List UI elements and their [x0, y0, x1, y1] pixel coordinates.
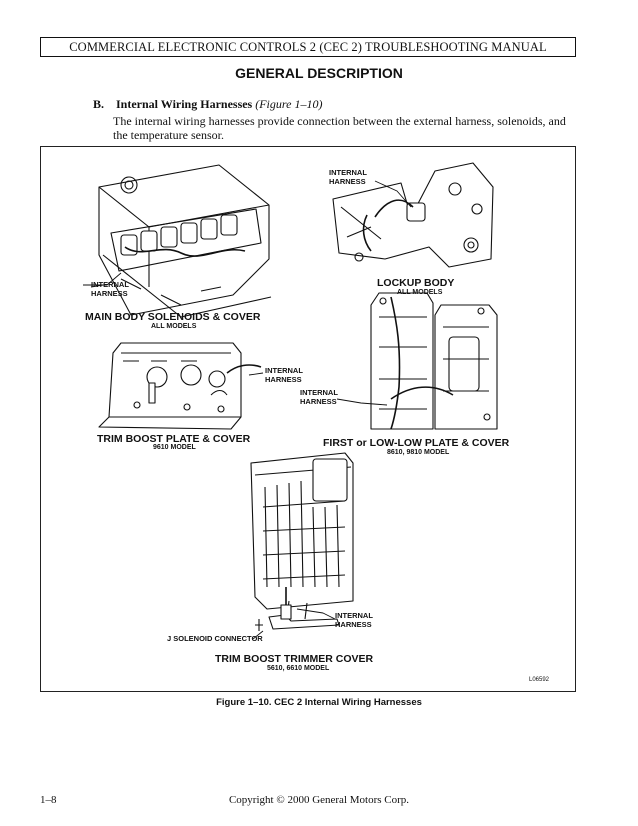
figure-caption: Figure 1–10. CEC 2 Internal Wiring Harne…	[216, 697, 422, 708]
figure-frame: INTERNAL HARNESS INTERNAL HARNESS INTERN…	[40, 146, 576, 692]
subsection-letter: B.	[93, 97, 105, 111]
caption-lockup-body: LOCKUP BODY	[377, 277, 455, 289]
caption-trimmer-cover: TRIM BOOST TRIMMER COVER	[215, 653, 374, 665]
trim-boost-plate-drawing	[98, 342, 262, 430]
figure-reference: (Figure 1–10)	[255, 97, 323, 111]
caption-main-body: MAIN BODY SOLENOIDS & COVER	[85, 311, 261, 323]
label-internal-harness-lockup: INTERNAL HARNESS	[329, 168, 367, 186]
caption-first-low-plate: FIRST or LOW-LOW PLATE & COVER	[323, 437, 510, 449]
manual-header: COMMERCIAL ELECTRONIC CONTROLS 2 (CEC 2)…	[40, 37, 576, 57]
caption-trimmer-model: 5610, 6610 MODEL	[267, 665, 330, 672]
caption-first-low-model: 8610, 9810 MODEL	[387, 449, 450, 456]
illustration-code: L06592	[529, 677, 550, 683]
label-j-solenoid-connector: J SOLENOID CONNECTOR	[167, 634, 263, 643]
leader-lines	[83, 180, 412, 640]
figure-illustration	[83, 162, 498, 640]
label-internal-harness-trim-boost: INTERNAL HARNESS	[265, 366, 303, 384]
label-internal-harness-main: INTERNAL HARNESS	[91, 280, 129, 298]
subsection-paragraph: The internal wiring harnesses provide co…	[113, 114, 566, 142]
subsection-heading: B. Internal Wiring Harnesses (Figure 1–1…	[93, 97, 322, 112]
trimmer-cover-drawing	[250, 452, 354, 631]
caption-main-body-models: ALL MODELS	[151, 323, 197, 330]
caption-lockup-models: ALL MODELS	[397, 289, 443, 296]
copyright: Copyright © 2000 General Motors Corp.	[228, 794, 410, 806]
section-title: GENERAL DESCRIPTION	[235, 65, 403, 81]
lockup-body-drawing	[332, 162, 494, 268]
label-internal-harness-trimmer: INTERNAL HARNESS	[335, 611, 373, 629]
manual-title: COMMERCIAL ELECTRONIC CONTROLS 2 (CEC 2)…	[69, 39, 547, 54]
subsection-title: Internal Wiring Harnesses	[116, 97, 253, 111]
caption-trim-boost-plate: TRIM BOOST PLATE & COVER	[97, 433, 251, 445]
page-number: 1–8	[40, 794, 57, 806]
label-internal-harness-first-low: INTERNAL HARNESS	[300, 388, 338, 406]
first-low-plate-drawing	[370, 292, 498, 430]
caption-trim-boost-model: 9610 MODEL	[153, 444, 196, 451]
main-body-drawing	[90, 164, 272, 318]
